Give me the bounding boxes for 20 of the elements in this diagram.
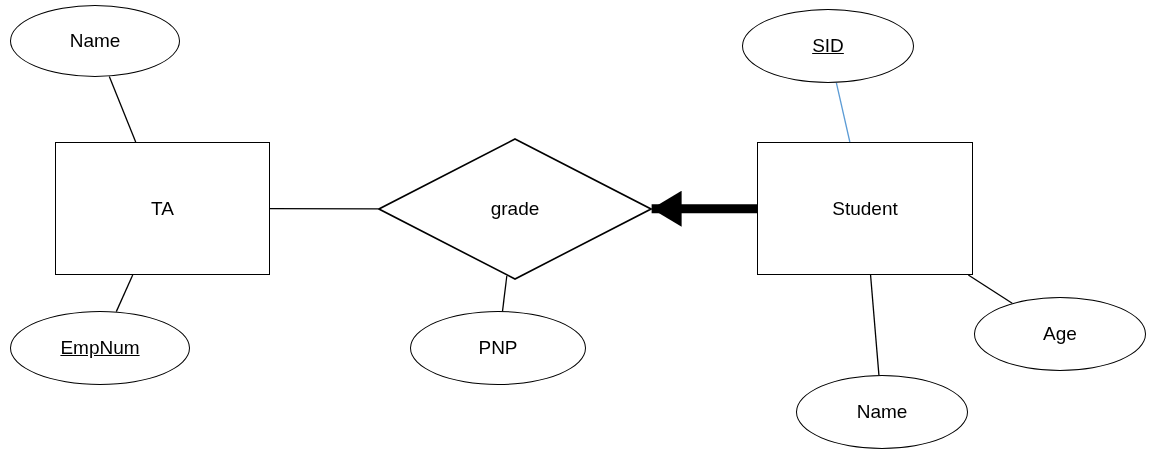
entity-box (55, 142, 270, 275)
label: Age (1043, 323, 1077, 345)
connector-line (835, 82, 851, 143)
label: Name (69, 30, 121, 52)
label: PNP (478, 337, 518, 359)
key-attribute-label: SID (812, 35, 844, 57)
key-attribute-label: EmpNum (60, 337, 140, 359)
label: grade (490, 198, 540, 220)
connector-line (115, 274, 134, 313)
connector-line (869, 274, 880, 376)
connector-line (269, 208, 379, 210)
arrow (651, 190, 757, 227)
connector-line (108, 75, 137, 143)
connector-line (967, 274, 1013, 304)
label: TA (151, 197, 174, 220)
entity-box (757, 142, 973, 275)
label: Name (856, 401, 908, 423)
label: Student (832, 197, 898, 220)
connector-line (501, 275, 508, 312)
relationship-diamond (378, 138, 652, 280)
